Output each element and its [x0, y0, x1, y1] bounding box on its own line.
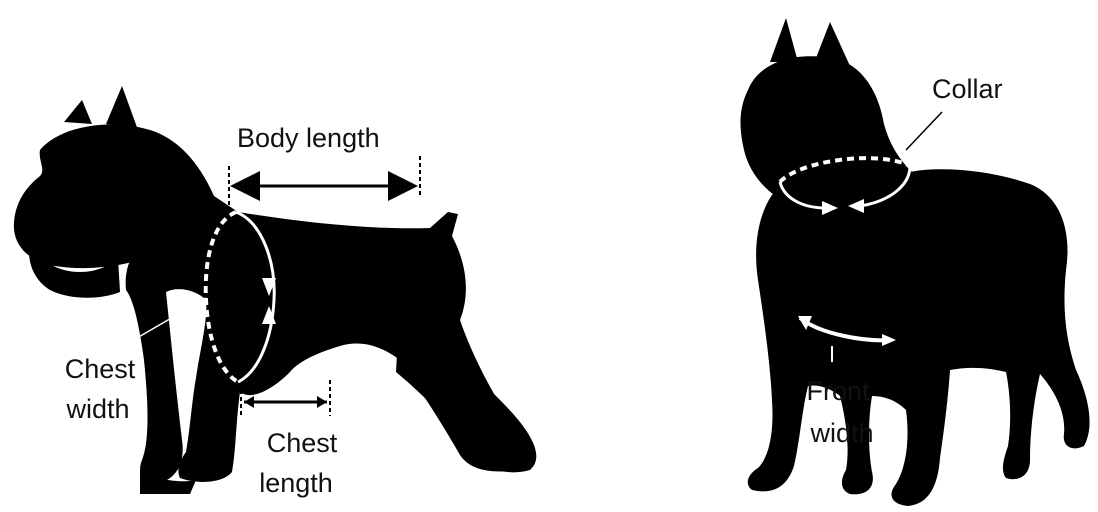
body-length-label: Body length [237, 123, 380, 153]
chest-length-arrow-right [317, 396, 327, 408]
pitbull-silhouette [741, 18, 1090, 506]
chest-width-label-line1: Chest [65, 354, 136, 384]
body-length-measure [229, 156, 420, 206]
front-width-label-line2: width [809, 418, 873, 448]
chest-length-arrow-left [244, 396, 254, 408]
collar-label: Collar [932, 74, 1003, 104]
chest-length-label-line2: length [259, 468, 333, 498]
collar-leader [906, 112, 942, 150]
chest-width-label-line2: width [65, 394, 129, 424]
chest-length-label-line1: Chest [267, 428, 338, 458]
front-width-label-line1: Front [806, 376, 870, 406]
